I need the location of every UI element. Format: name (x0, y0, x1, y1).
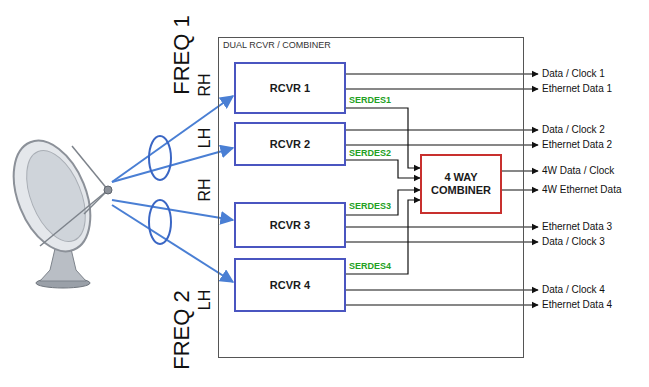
polarization-label: RH (197, 73, 213, 96)
rf-beam (112, 96, 233, 182)
signal-name: Data / Clock 1 (542, 69, 605, 79)
link-label: SERDES3 (348, 201, 392, 212)
frequency-ellipses (149, 136, 171, 244)
box-label: RCVR 1 (270, 82, 310, 94)
serdes-link (346, 160, 420, 178)
signal-name: 4W Data / Clock (542, 166, 614, 176)
output-wire (346, 241, 538, 242)
feed-strut (40, 190, 108, 246)
enclosure-title: DUAL RCVR / COMBINER (223, 40, 331, 50)
feed-horn (104, 186, 112, 194)
output-wire (346, 304, 538, 305)
output-wire (346, 88, 538, 89)
signal-name: Ethernet Data 3 (542, 222, 612, 232)
serdes-link (346, 108, 420, 168)
rf-beam (112, 205, 233, 282)
signal-name: Data / Clock 2 (542, 125, 605, 135)
box-label: 4 WAY COMBINER (422, 171, 500, 197)
output-wires (346, 74, 538, 305)
serdes-link (346, 200, 420, 274)
dish-reflector (0, 129, 105, 262)
output-wire (346, 73, 538, 74)
signal-name: Ethernet Data 4 (542, 300, 612, 310)
link-label: SERDES2 (348, 148, 392, 159)
receiver-box: RCVR 1 (234, 62, 346, 114)
rf-beam (112, 148, 233, 182)
signal-name: Data / Clock 3 (542, 237, 605, 247)
output-wire (346, 226, 538, 227)
feed-strut (72, 146, 108, 190)
box-label: RCVR 4 (270, 279, 310, 291)
polarization-ellipse (149, 200, 171, 244)
receiver-box: RCVR 4 (234, 258, 346, 312)
polarization-ellipse (149, 136, 171, 180)
signal-name: Data / Clock 4 (542, 285, 605, 295)
box-label: RCVR 2 (270, 138, 310, 150)
receiver-box: RCVR 3 (234, 202, 346, 248)
signal-name: 4W Ethernet Data (542, 185, 621, 195)
link-label: SERDES1 (348, 95, 392, 106)
satellite-dish (0, 129, 112, 288)
box-label: RCVR 3 (270, 219, 310, 231)
serdes-link (346, 190, 420, 215)
receiver-box: RCVR 2 (234, 122, 346, 166)
output-wire (346, 144, 538, 145)
output-wire (346, 289, 538, 290)
feed-strut (84, 190, 108, 214)
rf-beams (112, 96, 233, 282)
polarization-label: RH (197, 178, 213, 201)
frequency-label: FREQ 2 (171, 290, 193, 369)
polarization-label: LH (197, 128, 213, 148)
output-wire (346, 129, 538, 130)
polarization-label: LH (197, 290, 213, 310)
combiner-box: 4 WAY COMBINER (420, 154, 502, 214)
link-label: SERDES4 (348, 261, 392, 272)
frequency-label: FREQ 1 (171, 15, 193, 94)
system-enclosure: RCVR 1 RCVR 2 RCVR 3 RCVR 4 4 WAY COMBINER DU… (218, 37, 524, 358)
signal-name: Ethernet Data 1 (542, 84, 612, 94)
signal-name: Ethernet Data 2 (542, 140, 612, 150)
